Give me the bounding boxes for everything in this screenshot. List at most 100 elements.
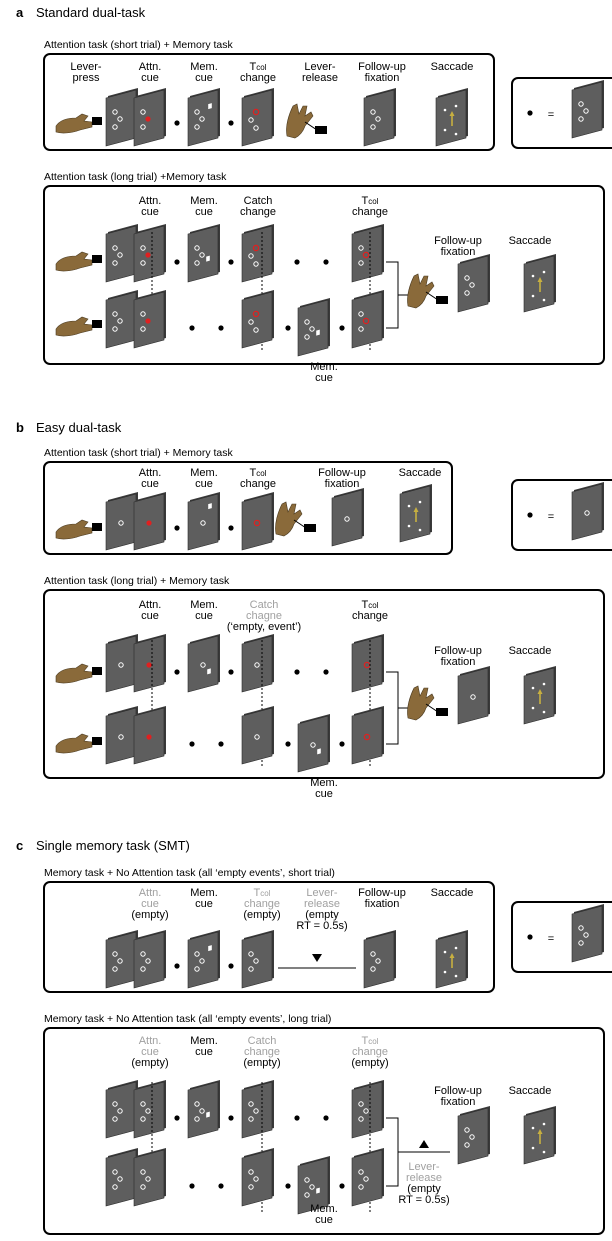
rt-marker — [312, 954, 322, 962]
target-ring-red — [252, 310, 260, 318]
stimulus-ring — [140, 951, 146, 957]
sequence-dot — [189, 1183, 195, 1189]
a-short-mem-cue-line-1: cue — [195, 72, 213, 84]
stimulus-ring — [344, 516, 350, 522]
screen-fixation — [105, 633, 139, 693]
stimulus-ring — [112, 260, 118, 266]
screen-panel — [133, 289, 167, 349]
stimulus-ring — [112, 951, 118, 957]
screen-follow-up — [363, 87, 397, 147]
stimulus-ring — [140, 124, 146, 130]
stimulus-ring — [194, 966, 200, 972]
saccade-target-dot — [418, 528, 422, 532]
section-b-short-box — [43, 461, 453, 555]
legend-screen — [571, 481, 605, 541]
stimulus-ring — [112, 311, 118, 317]
a-short-attn-cue-line-0: Attn. — [139, 61, 162, 73]
b-long-saccade-line-0: Saccade — [509, 645, 552, 657]
section-a-legend-box — [511, 77, 612, 149]
section-b-long-title: Attention task (long trial) + Memory tas… — [44, 575, 230, 587]
sequence-dot — [228, 120, 234, 126]
stimulus-ring — [578, 940, 584, 946]
a-long-follow-up-line-1: fixation — [441, 246, 476, 258]
stimulus-ring — [248, 253, 254, 259]
b-short-follow-up-line-1: fixation — [325, 478, 360, 490]
sequence-dot — [294, 1115, 300, 1121]
screen-panel — [187, 1079, 221, 1139]
saccade-target-dot — [454, 132, 458, 136]
saccade-target-dot — [542, 1150, 546, 1154]
screen-mem-cue — [187, 491, 221, 551]
stimulus-ring — [199, 1108, 205, 1114]
saccade-target-dot — [443, 108, 447, 112]
stimulus-ring — [140, 326, 146, 332]
stimulus-ring — [112, 1116, 118, 1122]
a-short-follow-up-line-1: fixation — [365, 72, 400, 84]
sequence-dot — [294, 259, 300, 265]
screen-panel — [351, 1147, 385, 1207]
b-short-follow-up-line-0: Follow-up — [318, 467, 366, 479]
stimulus-ring — [200, 662, 206, 668]
section-b-legend-box — [511, 479, 612, 551]
screen-mem-cue — [187, 87, 221, 147]
saccade-target-dot — [531, 1126, 535, 1130]
lever-press-hand-icon — [55, 316, 103, 337]
screen-tcol-change — [351, 289, 385, 349]
stimulus-ring — [254, 662, 260, 668]
screen-panel — [105, 223, 139, 283]
sequence-dot — [285, 325, 291, 331]
stimulus-ring — [194, 260, 200, 266]
stimulus-ring — [253, 261, 259, 267]
stimulus-ring — [199, 252, 205, 258]
stimulus-ring — [194, 951, 200, 957]
stimulus-ring — [118, 662, 124, 668]
screen-fixation — [105, 929, 139, 989]
a-long-mem-cue-bottom-line-0: Mem. — [310, 361, 338, 373]
section-c-title: Single memory task (SMT) — [36, 838, 190, 853]
stimulus-ring — [370, 109, 376, 115]
screen-panel — [133, 929, 167, 989]
memory-cue-square — [317, 748, 321, 755]
screen-mem-cue — [187, 633, 221, 693]
stimulus-ring — [112, 109, 118, 115]
b-long-mem-cue-bottom-line-0: Mem. — [310, 777, 338, 789]
stimulus-ring — [358, 1169, 364, 1175]
a-long-mem-cue-bottom-line-1: cue — [315, 372, 333, 384]
saccade-arrowhead — [537, 277, 543, 282]
b-short-saccade-line-0: Saccade — [399, 467, 442, 479]
screen-follow-up — [457, 665, 491, 725]
saccade-target-dot — [531, 706, 535, 710]
saccade-arrowhead — [449, 111, 455, 116]
c-short-follow-up-line-1: fixation — [365, 898, 400, 910]
a-long-mem-cue-line-0: Mem. — [190, 195, 218, 207]
memory-cue-square — [206, 255, 210, 262]
a-short-tcol-line-1: change — [240, 72, 276, 84]
stimulus-ring — [358, 1101, 364, 1107]
c-short-follow-up-line-0: Follow-up — [358, 887, 406, 899]
lever-release-hand-icon — [406, 685, 449, 721]
c-long-follow-up-line-0: Follow-up — [434, 1085, 482, 1097]
merge-bracket — [386, 671, 399, 745]
section-a-short-box — [43, 53, 495, 151]
saccade-arrowhead — [413, 507, 419, 512]
screen-panel — [241, 87, 275, 147]
memory-cue-square — [207, 668, 211, 675]
screen-saccade — [435, 929, 469, 989]
screen-panel — [457, 253, 491, 313]
stimulus-ring — [112, 326, 118, 332]
target-ring-red — [252, 108, 260, 116]
stimulus-ring — [112, 124, 118, 130]
target-ring-red — [362, 317, 370, 325]
a-long-tcol-line-1: change — [352, 206, 388, 218]
merge-bracket — [386, 261, 399, 329]
screen-follow-up — [457, 1105, 491, 1165]
stimulus-ring — [253, 1176, 259, 1182]
section-a-title: Standard dual-task — [36, 5, 146, 20]
stimulus-ring — [140, 1169, 146, 1175]
a-long-attn-cue-line-0: Attn. — [139, 195, 162, 207]
saccade-target-dot — [531, 274, 535, 278]
c-long-tcol-line-1: change — [352, 1046, 388, 1058]
screen-attn-cue — [133, 491, 167, 551]
saccade-target-dot — [542, 270, 546, 274]
a-long-catch-line-1: change — [240, 206, 276, 218]
